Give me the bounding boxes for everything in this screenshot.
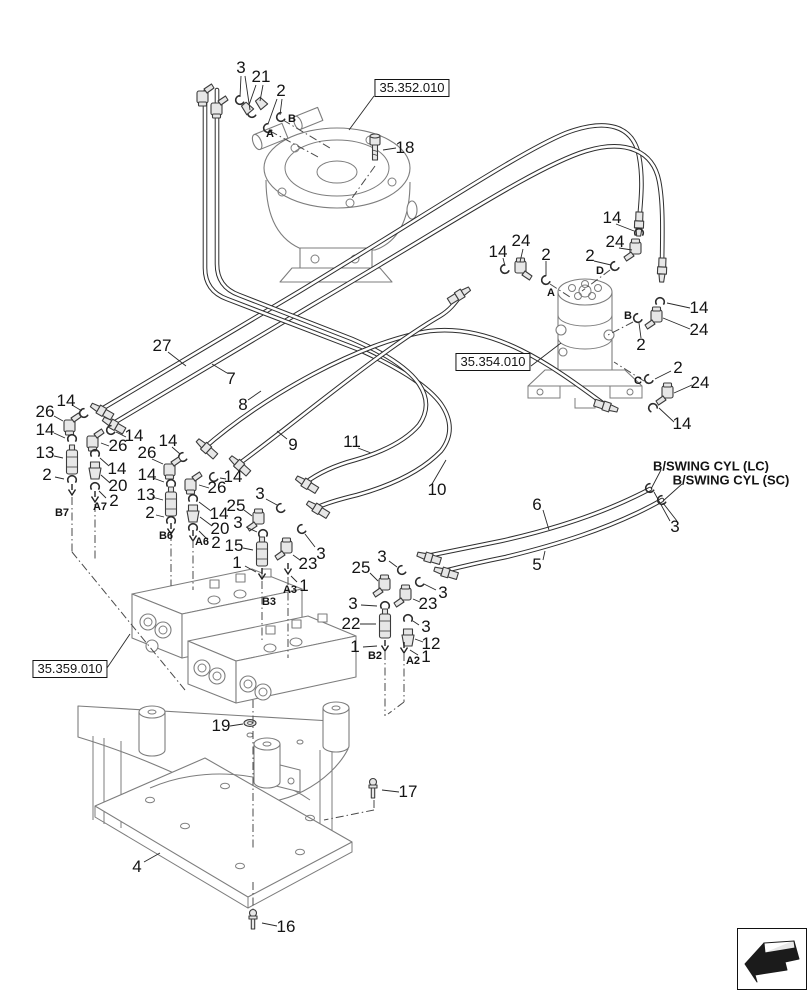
- port-label: A6: [194, 536, 210, 548]
- callout-number: 15: [224, 536, 244, 555]
- port-label: D: [596, 265, 604, 277]
- callout-number: 2: [673, 358, 683, 377]
- continuation-arrow-icon: [737, 928, 807, 990]
- callout-number: 14: [107, 459, 127, 478]
- callout-number: 3: [377, 547, 387, 566]
- callout-number: 24: [511, 231, 531, 250]
- callout-number: 16: [276, 917, 296, 936]
- callout-number: 3: [670, 517, 680, 536]
- callout-number: 13: [35, 443, 55, 462]
- callout-number: 20: [210, 519, 230, 538]
- hose-note: B/SWING CYL (SC): [672, 472, 790, 488]
- callout-number: 1: [232, 553, 242, 572]
- callout-number: 3: [316, 544, 326, 563]
- callout-number: 2: [585, 246, 595, 265]
- callout-number: 19: [211, 716, 231, 735]
- callout-number: 13: [136, 485, 156, 504]
- hose-note: B/SWING CYL (LC): [652, 458, 770, 474]
- callout-number: 26: [207, 478, 227, 497]
- ref-box[interactable]: 35.359.010: [32, 660, 108, 678]
- callout-number: 14: [124, 426, 144, 445]
- callout-number: 23: [298, 554, 318, 573]
- callout-number: 3: [233, 513, 243, 532]
- assembly-centerlines: [71, 119, 645, 910]
- port-label: A7: [92, 501, 108, 513]
- callout-number: 17: [398, 782, 418, 801]
- callout-number: 11: [343, 432, 361, 451]
- callout-leaders: [53, 75, 693, 927]
- callout-number: 24: [690, 373, 710, 392]
- callout-number: 14: [223, 467, 243, 486]
- callout-number: 5: [532, 555, 542, 574]
- callout-number: 14: [56, 391, 76, 410]
- callout-number: 14: [137, 465, 157, 484]
- callout-number: 14: [689, 298, 709, 317]
- callout-number: 2: [42, 465, 52, 484]
- callout-number: 14: [488, 242, 508, 261]
- callout-number: 26: [35, 402, 55, 421]
- callout-number: 6: [532, 495, 542, 514]
- ref-box[interactable]: 35.354.010: [455, 353, 531, 371]
- callout-number: 3: [236, 58, 246, 77]
- callout-number: 3: [421, 617, 431, 636]
- port-label: B2: [367, 650, 383, 662]
- callout-number: 8: [238, 395, 248, 414]
- swivel-joint: [527, 278, 643, 409]
- callout-number: 23: [418, 594, 438, 613]
- callout-number: 9: [288, 435, 298, 454]
- callout-number: 2: [541, 245, 551, 264]
- ref-box[interactable]: 35.352.010: [374, 79, 450, 97]
- callout-number: 22: [341, 614, 361, 633]
- port-label: C: [634, 375, 642, 387]
- callout-number: 24: [689, 320, 709, 339]
- hydraulic-hoses: [97, 87, 665, 574]
- control-valve-manifold: [131, 568, 357, 704]
- callout-number: 2: [211, 533, 221, 552]
- port-label: A3: [282, 584, 298, 596]
- callout-number: 7: [226, 369, 236, 388]
- callout-number: 21: [251, 67, 271, 86]
- port-label: B: [624, 310, 632, 322]
- port-label: A: [266, 128, 274, 140]
- callout-number: 24: [605, 232, 625, 251]
- port-label: B: [288, 113, 296, 125]
- port-label: B6: [158, 530, 174, 542]
- port-label: B7: [54, 507, 70, 519]
- callout-number: 1: [299, 576, 309, 595]
- callout-number: 10: [427, 480, 447, 499]
- callout-number: 2: [276, 81, 286, 100]
- callout-number: 1: [350, 637, 360, 656]
- callout-number: 26: [108, 436, 128, 455]
- port-label: A: [547, 287, 555, 299]
- callout-number: 25: [351, 558, 371, 577]
- callout-number: 4: [132, 857, 142, 876]
- callout-number: 14: [158, 431, 178, 450]
- callout-number: 14: [209, 504, 229, 523]
- callout-number: 14: [672, 414, 692, 433]
- callout-number: 12: [421, 634, 441, 653]
- callout-number: 2: [109, 491, 119, 510]
- callout-number: 20: [108, 476, 128, 495]
- callout-number: 26: [137, 443, 157, 462]
- callout-number: 1: [421, 647, 431, 666]
- callout-number: 3: [348, 594, 358, 613]
- mounting-frame: [77, 701, 353, 909]
- callout-number: 18: [395, 138, 415, 157]
- callout-number: 3: [438, 583, 448, 602]
- callout-number: 2: [636, 335, 646, 354]
- port-label: A2: [405, 655, 421, 667]
- callout-number: 25: [226, 496, 246, 515]
- callout-number: 14: [602, 208, 622, 227]
- callout-number: 2: [145, 503, 155, 522]
- callout-number: 14: [35, 420, 55, 439]
- callout-number: 27: [152, 336, 172, 355]
- port-label: B3: [261, 596, 277, 608]
- callout-number: 3: [255, 484, 265, 503]
